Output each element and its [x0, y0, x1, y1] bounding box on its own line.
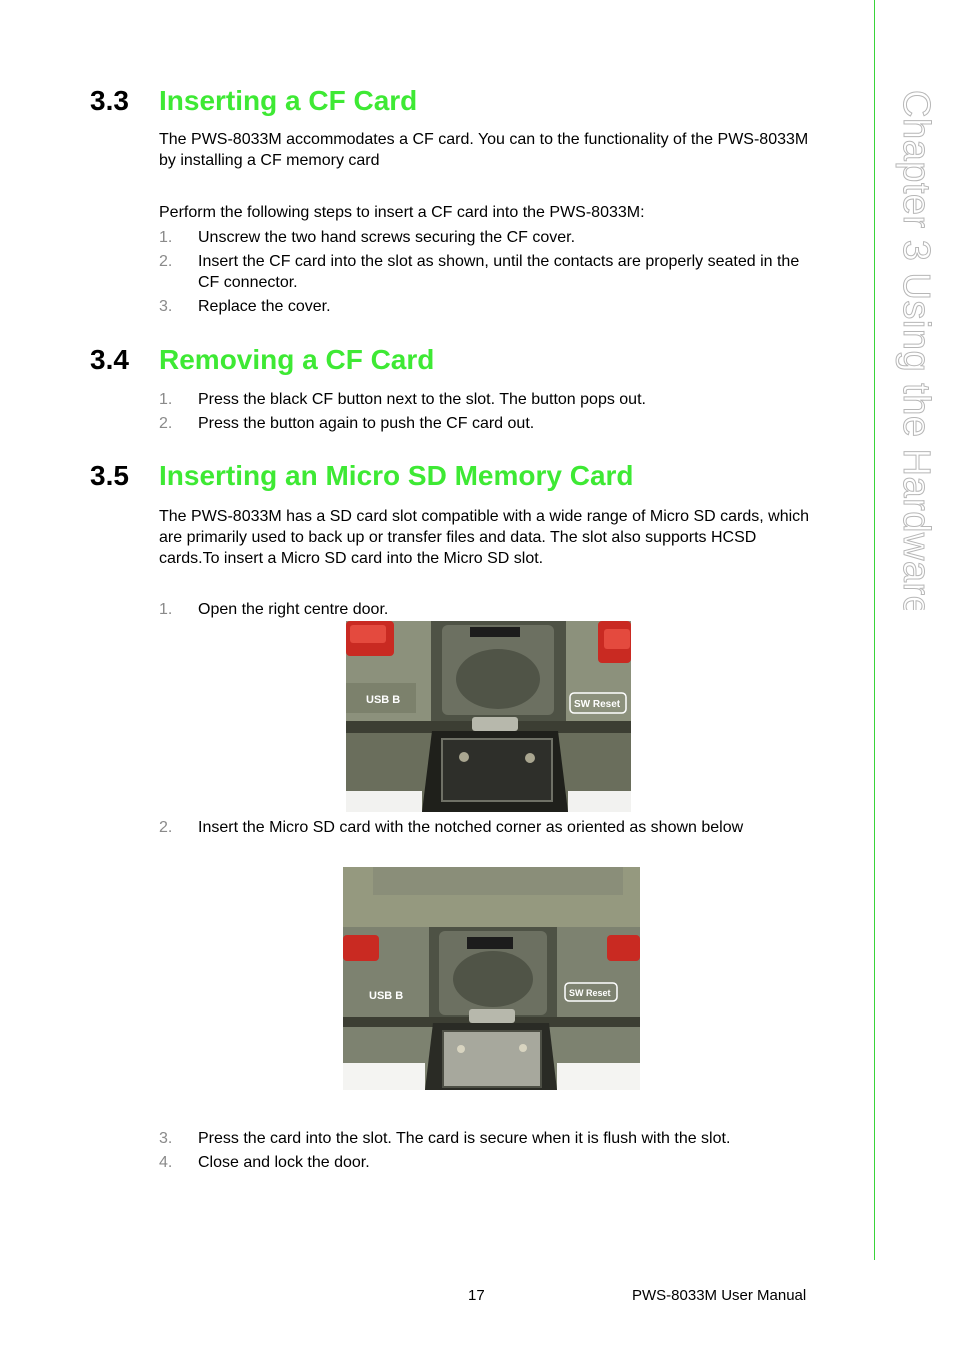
- step-text: Press the card into the slot. The card i…: [198, 1130, 731, 1147]
- step-text: Close and lock the door.: [198, 1154, 370, 1171]
- step-number: 2.: [159, 415, 173, 432]
- sw-reset-label: SW Reset: [569, 988, 611, 998]
- photo-card-insert: USB B SW Reset: [343, 867, 640, 1090]
- section-number: 3.4: [90, 344, 129, 375]
- step-number: 2.: [159, 819, 173, 836]
- step-text: Replace the cover.: [198, 298, 331, 315]
- section-title: Inserting an Micro SD Memory Card: [159, 460, 634, 491]
- margin-rule: [874, 0, 875, 1260]
- section-intro: The PWS-8033M has a SD card slot compati…: [159, 508, 810, 567]
- step-number: 1.: [159, 601, 173, 618]
- usb-b-label: USB B: [366, 694, 400, 706]
- step-number: 1.: [159, 391, 173, 408]
- section-title: Inserting a CF Card: [159, 85, 418, 116]
- steps-lead: Perform the following steps to insert a …: [159, 204, 645, 221]
- step-text: Press the black CF button next to the sl…: [198, 391, 646, 408]
- step-text: Open the right centre door.: [198, 601, 389, 618]
- section-intro: The PWS-8033M accommodates a CF card. Yo…: [159, 131, 809, 169]
- step-text: Press the button again to push the CF ca…: [198, 415, 535, 432]
- step-text: Insert the Micro SD card with the notche…: [198, 819, 744, 836]
- usb-b-label: USB B: [369, 990, 403, 1002]
- chapter-tab: Chapter 3 Using the Hardware: [886, 90, 946, 610]
- manual-title: PWS-8033M User Manual: [632, 1287, 807, 1304]
- step-number: 4.: [159, 1154, 173, 1171]
- step-number: 2.: [159, 253, 173, 270]
- step-text: Insert the CF card into the slot as show…: [198, 253, 800, 291]
- section-heading-3-4: 3.4 Removing a CF Card: [90, 343, 434, 377]
- section-number: 3.5: [90, 460, 129, 491]
- step-text: Unscrew the two hand screws securing the…: [198, 229, 576, 246]
- section-number: 3.3: [90, 85, 129, 116]
- step-number: 3.: [159, 1130, 173, 1147]
- step-number: 3.: [159, 298, 173, 315]
- page-number: 17: [468, 1287, 485, 1304]
- chapter-tab-text: Chapter 3 Using the Hardware: [895, 90, 938, 610]
- sw-reset-label: SW Reset: [574, 699, 621, 710]
- section-title: Removing a CF Card: [159, 344, 435, 375]
- step-number: 1.: [159, 229, 173, 246]
- photo-door-open: USB B SW Reset: [346, 621, 631, 812]
- section-heading-3-3: 3.3 Inserting a CF Card: [90, 84, 417, 118]
- section-heading-3-5: 3.5 Inserting an Micro SD Memory Card: [90, 459, 634, 493]
